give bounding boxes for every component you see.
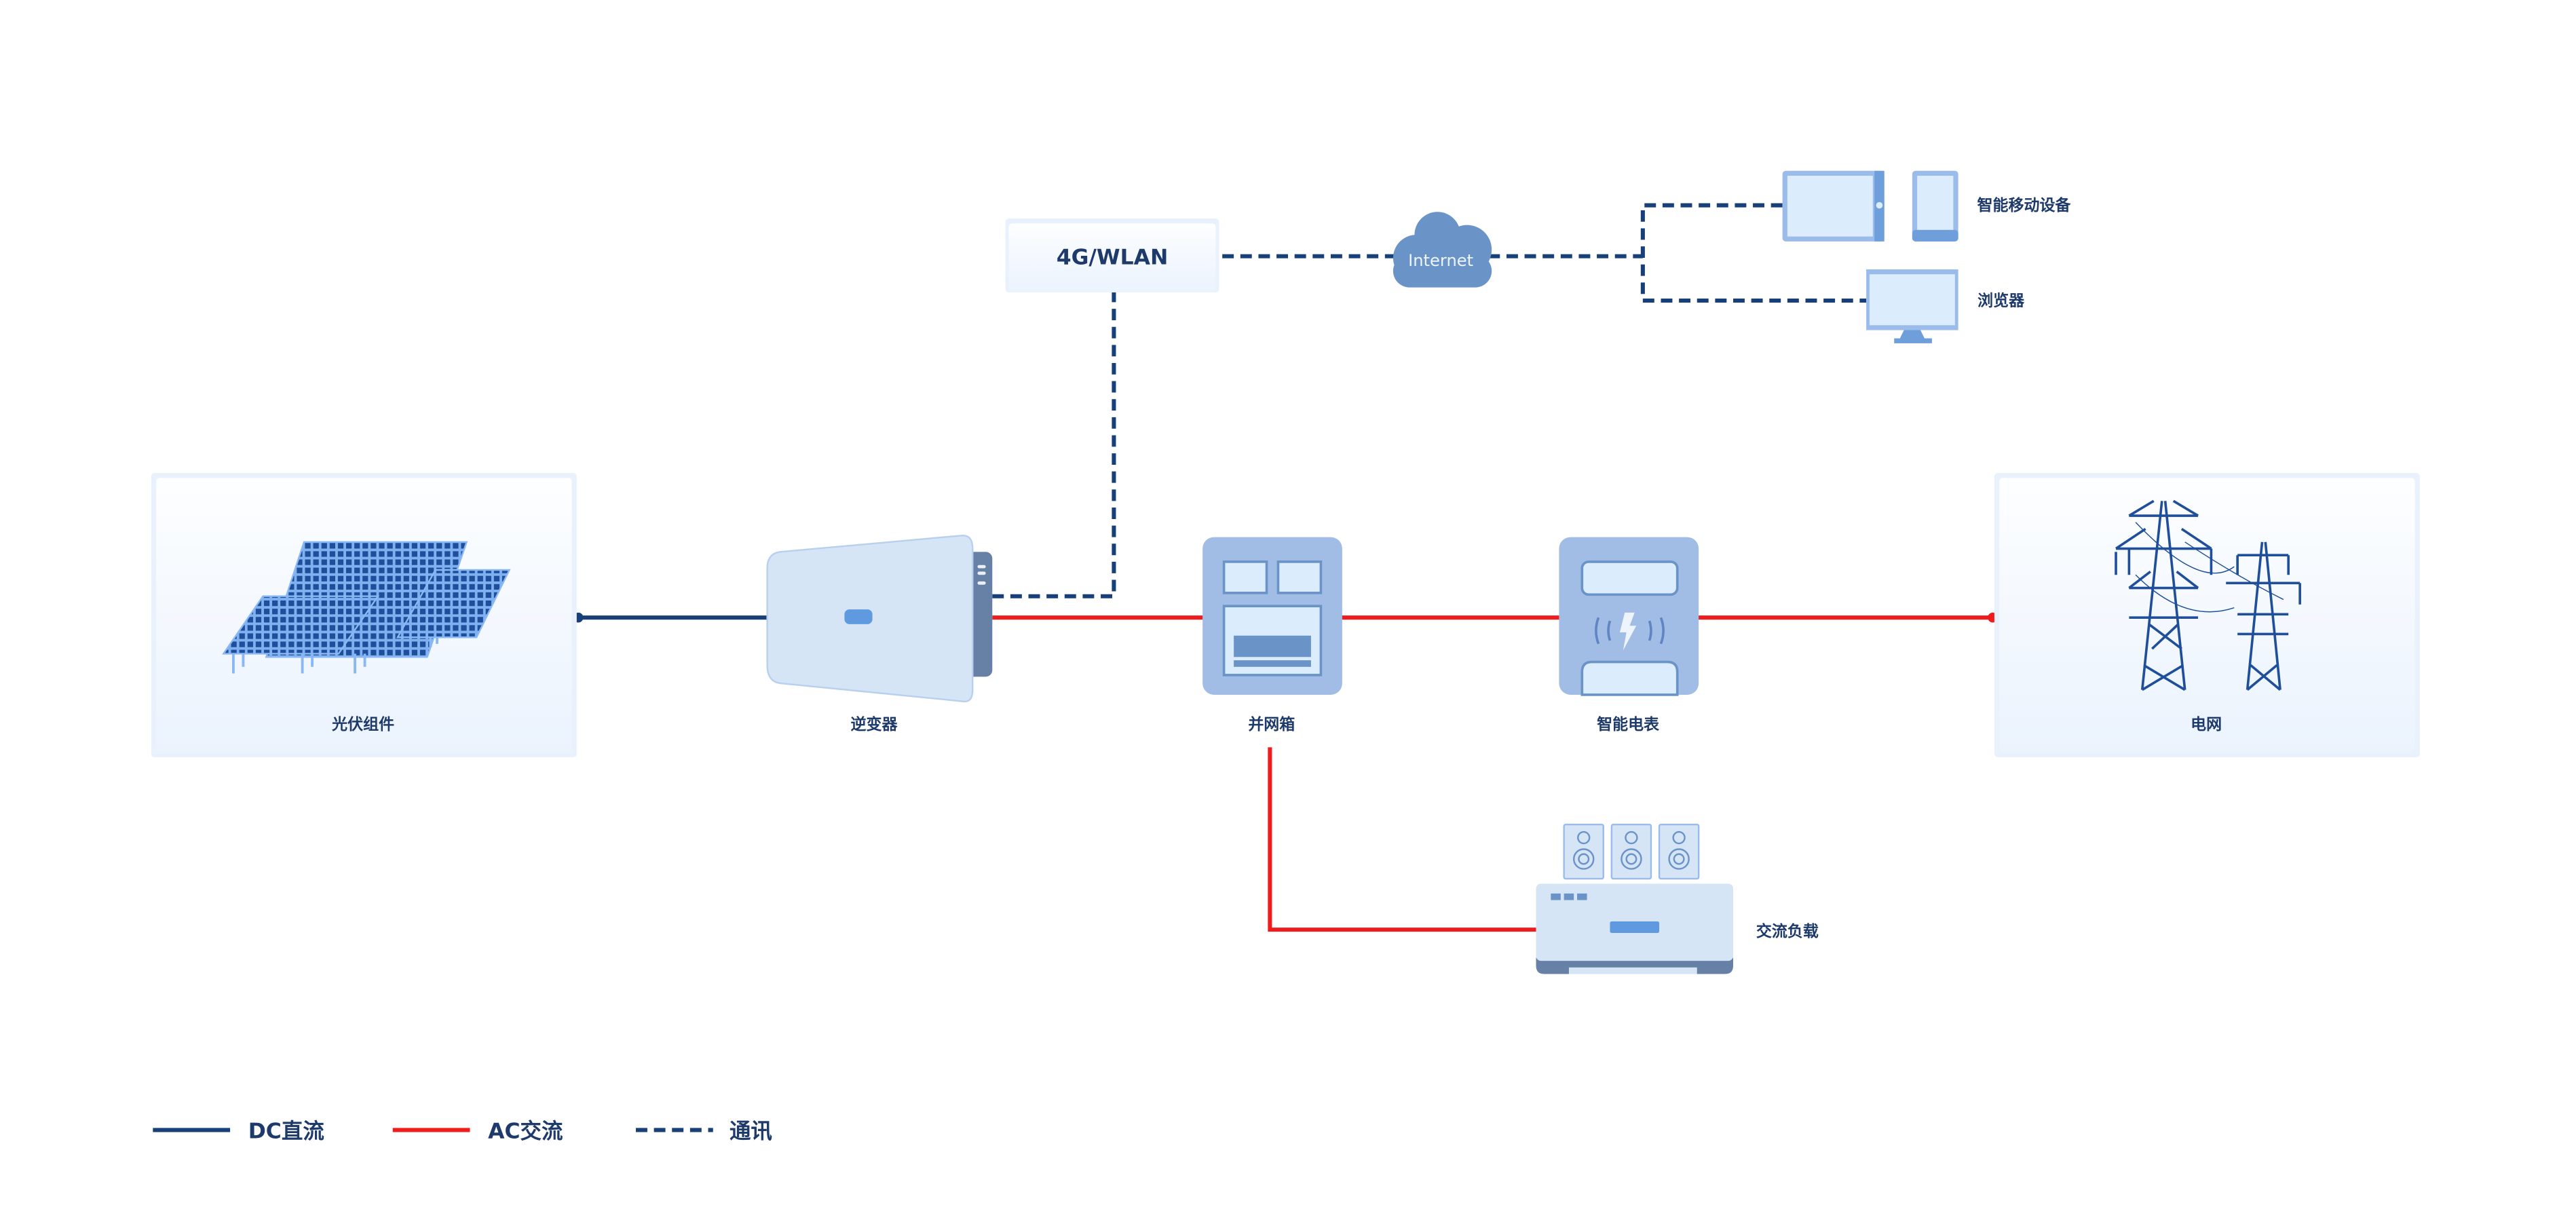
inverter-label: 逆变器 <box>851 715 898 733</box>
speaker-icon <box>1563 823 1700 880</box>
smart-meter-node[interactable]: 智能电表 <box>1559 537 1699 733</box>
comm-module-node[interactable]: 4G/WLAN <box>1005 218 1219 292</box>
tablet-icon <box>1782 170 1884 242</box>
grid-label: 电网 <box>2191 716 2222 733</box>
smart-meter-icon <box>1559 537 1699 696</box>
appliance-icon <box>1536 883 1734 974</box>
browser-node[interactable]: 浏览器 <box>1866 269 2025 343</box>
transmission-tower-icon <box>2115 499 2301 691</box>
pv-module-node[interactable]: 光伏组件 <box>151 473 577 757</box>
smart-meter-label: 智能电表 <box>1597 715 1660 733</box>
legend-comm-label: 通讯 <box>730 1120 772 1144</box>
solar-panel-icon <box>222 541 511 674</box>
internet-node[interactable]: Internet <box>1393 212 1492 288</box>
combiner-box-node[interactable]: 并网箱 <box>1202 537 1342 733</box>
comm-lines <box>992 203 1867 598</box>
legend-ac: AC交流 <box>392 1119 563 1144</box>
combiner-box-icon <box>1202 537 1342 695</box>
monitor-icon <box>1866 269 1958 343</box>
mobile-devices-label: 智能移动设备 <box>1977 196 2072 214</box>
pv-label: 光伏组件 <box>331 715 394 733</box>
comm-module-label: 4G/WLAN <box>1057 246 1169 270</box>
dc-line <box>573 612 770 623</box>
legend-ac-label: AC交流 <box>488 1119 563 1144</box>
ac-lines <box>992 612 1998 932</box>
legend-dc: DC直流 <box>153 1120 324 1144</box>
inverter-icon <box>766 534 993 703</box>
phone-icon <box>1912 170 1958 242</box>
inverter-node[interactable]: 逆变器 <box>766 534 993 733</box>
legend-dc-label: DC直流 <box>248 1120 324 1144</box>
legend-comm: 通讯 <box>635 1120 772 1144</box>
internet-label: Internet <box>1408 251 1473 270</box>
legend: DC直流 AC交流 通讯 <box>153 1119 772 1144</box>
ac-load-label: 交流负载 <box>1756 922 1819 940</box>
cloud-icon <box>1393 212 1492 288</box>
browser-label: 浏览器 <box>1977 291 2025 309</box>
grid-node[interactable]: 电网 <box>1994 473 2420 757</box>
ac-load-node[interactable]: 交流负载 <box>1536 823 1819 974</box>
mobile-devices-node[interactable]: 智能移动设备 <box>1782 170 2072 242</box>
combiner-box-label: 并网箱 <box>1248 715 1295 733</box>
